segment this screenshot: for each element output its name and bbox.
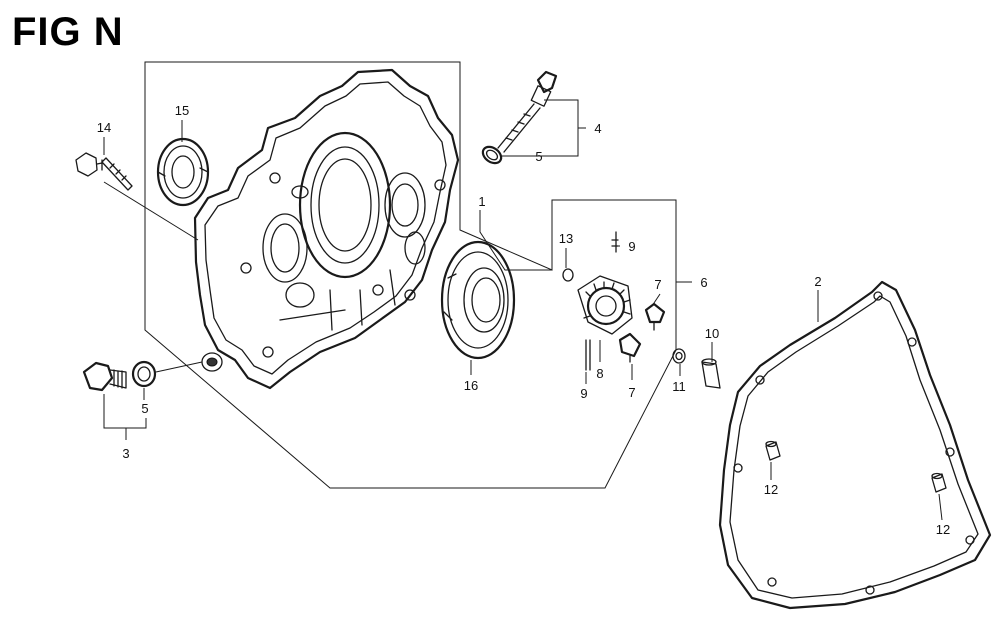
callout-10: 10	[705, 326, 719, 341]
oil-filler-cap	[497, 70, 558, 153]
callout-2: 2	[814, 274, 821, 289]
callout-8: 8	[596, 366, 603, 381]
callout-4: 4	[594, 121, 601, 136]
callout-14: 14	[97, 120, 111, 135]
flange-bolt	[75, 152, 133, 191]
figure-title: FIG N	[12, 10, 124, 54]
callout-12-left: 12	[764, 482, 778, 497]
callout-13: 13	[559, 231, 573, 246]
governor-assembly	[562, 231, 666, 371]
callout-5-upper: 5	[535, 149, 542, 164]
drain-plug	[82, 361, 127, 392]
callout-1: 1	[478, 194, 485, 209]
callout-3: 3	[122, 446, 129, 461]
callout-15: 15	[175, 103, 189, 118]
ball-bearing-upper	[156, 137, 210, 207]
washer	[672, 348, 686, 364]
assembly-boundary	[144, 61, 677, 489]
crankcase-cover	[193, 68, 460, 390]
ball-bearing-lower	[440, 240, 516, 360]
o-ring-upper	[481, 145, 503, 165]
callout-7-lower: 7	[628, 385, 635, 400]
callout-9-upper: 9	[628, 239, 635, 254]
callout-6: 6	[700, 275, 707, 290]
callout-7-upper: 7	[654, 277, 661, 292]
case-cover-gasket	[718, 280, 992, 610]
callout-11: 11	[672, 379, 686, 394]
governor-shaft	[701, 358, 721, 389]
o-ring-lower	[131, 360, 157, 388]
callout-12-right: 12	[936, 522, 950, 537]
callout-5-lower: 5	[141, 401, 148, 416]
leader-lines	[103, 99, 943, 521]
callout-16: 16	[464, 378, 478, 393]
dowel-pin-1	[765, 440, 781, 461]
dowel-pin-2	[931, 472, 947, 493]
callout-9-lower: 9	[580, 386, 587, 401]
